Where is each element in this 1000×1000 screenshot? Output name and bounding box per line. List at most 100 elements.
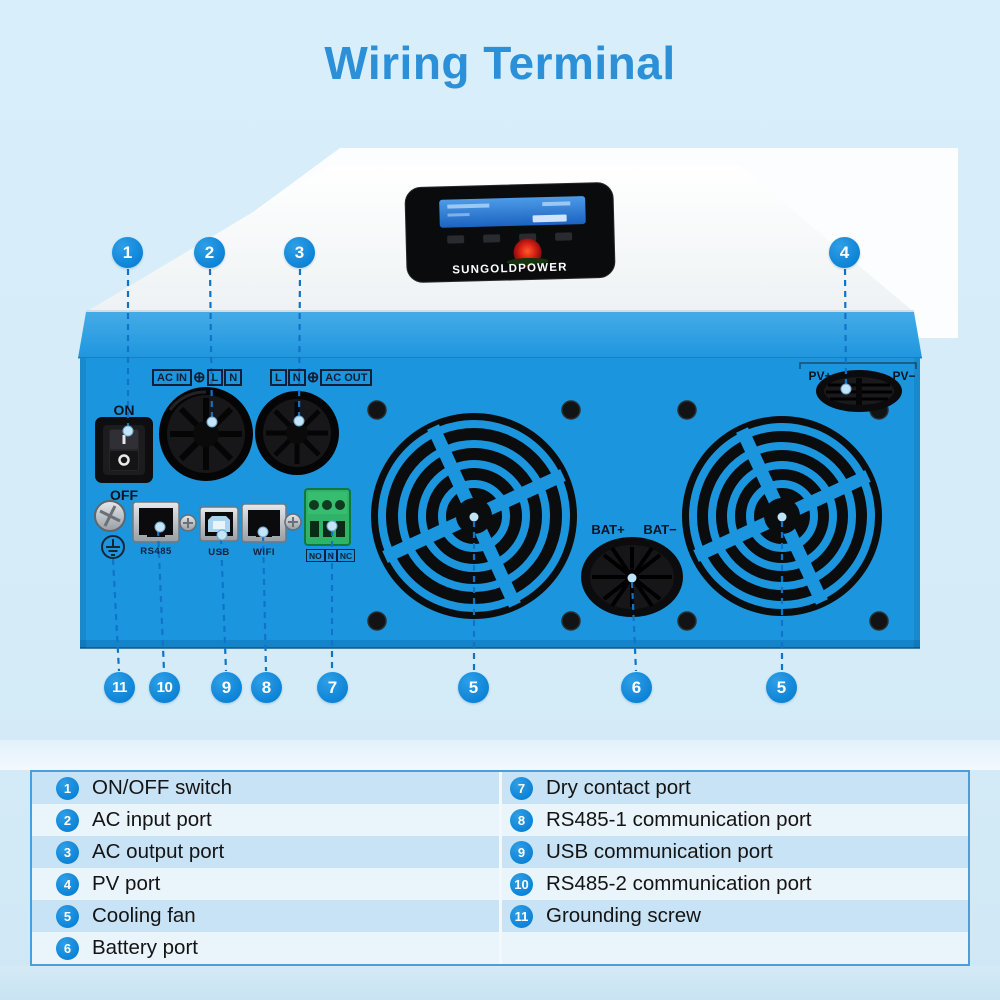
- legend-item-label: Battery port: [92, 936, 198, 959]
- callout-number: 7: [327, 677, 338, 697]
- legend-number-badge: 5: [56, 904, 79, 928]
- off-label: OFF: [110, 487, 138, 503]
- legend-empty-row: [502, 932, 968, 964]
- lcd-screen: [439, 196, 586, 228]
- legend-number-badge: 9: [510, 840, 533, 864]
- callout-1: 1: [112, 237, 143, 268]
- legend-item-label: AC output port: [92, 840, 225, 863]
- legend-number-badge: 10: [510, 872, 533, 896]
- legend-table: 1 ON/OFF switch 2 AC input port 3 AC out…: [30, 770, 970, 966]
- panel-screw: [179, 514, 197, 532]
- callout-number: 4: [839, 242, 850, 262]
- legend-item-label: Dry contact port: [546, 776, 691, 799]
- legend-item-label: RS485-2 communication port: [546, 872, 812, 895]
- cooling-fan-left: [371, 413, 577, 619]
- callout-number: 9: [221, 677, 232, 697]
- wifi-label: WIFI: [252, 547, 276, 558]
- legend-item-10: 10 RS485-2 communication port: [502, 868, 968, 900]
- neutral-text: N: [287, 369, 306, 386]
- usb-label: USB: [208, 547, 230, 558]
- callout-6: 6: [621, 672, 652, 703]
- neutral-text: N: [224, 369, 243, 386]
- callout-5-left: 5: [458, 672, 489, 703]
- legend-column-divider: [499, 772, 502, 964]
- callout-number: 10: [156, 679, 173, 696]
- legend-item-9: 9 USB communication port: [502, 836, 968, 868]
- display-button: [483, 234, 501, 243]
- callout-9: 9: [211, 672, 242, 703]
- legend-item-4: 4 PV port: [32, 868, 499, 900]
- bat-minus-label: BAT−: [643, 522, 677, 537]
- callout-number: 11: [112, 679, 127, 696]
- legend-number-badge: 3: [56, 840, 79, 864]
- legend-background-band: [0, 740, 1000, 770]
- bottom-background-band: [0, 966, 1000, 1000]
- callout-number: 3: [294, 242, 305, 262]
- panel-screw: [284, 513, 302, 531]
- legend-item-label: AC input port: [92, 808, 212, 831]
- pv-minus-label: PV−: [892, 369, 916, 383]
- on-label: ON: [113, 402, 135, 418]
- on-off-switch: [95, 417, 153, 483]
- legend-item-label: PV port: [92, 872, 161, 895]
- grounding-screw: [94, 500, 126, 532]
- callout-number: 1: [122, 242, 133, 262]
- battery-port: [581, 537, 683, 617]
- legend-number-badge: 11: [510, 904, 533, 928]
- legend-item-6: 6 Battery port: [32, 932, 499, 964]
- legend-number-badge: 8: [510, 808, 533, 832]
- legend-item-1: 1 ON/OFF switch: [32, 772, 499, 804]
- dry-contact-port: [304, 488, 351, 546]
- pv-port: [799, 362, 917, 412]
- callout-4: 4: [829, 237, 860, 268]
- line-text: L: [206, 369, 224, 386]
- legend-item-3: 3 AC output port: [32, 836, 499, 868]
- earth-symbol-icon: ⊕: [192, 369, 206, 386]
- legend-item-11: 11 Grounding screw: [502, 900, 968, 932]
- n-text: N: [324, 549, 337, 562]
- callout-number: 2: [204, 242, 215, 262]
- display-button: [555, 232, 573, 241]
- pv-plus-label: PV+: [808, 369, 832, 383]
- callout-8: 8: [251, 672, 282, 703]
- ac-out-text: AC OUT: [320, 369, 373, 386]
- legend-item-label: USB communication port: [546, 840, 773, 863]
- bat-plus-label: BAT+: [591, 522, 625, 537]
- callout-number: 6: [631, 677, 642, 697]
- callout-number: 8: [261, 677, 272, 697]
- callout-5-right: 5: [766, 672, 797, 703]
- ac-input-port: [159, 387, 253, 481]
- legend-item-label: Cooling fan: [92, 904, 196, 927]
- legend-number-badge: 7: [510, 776, 533, 800]
- callout-number: 5: [468, 677, 479, 697]
- legend-item-label: ON/OFF switch: [92, 776, 233, 799]
- page-title: Wiring Terminal: [324, 37, 676, 89]
- legend-item-7: 7 Dry contact port: [502, 772, 968, 804]
- callout-11: 11: [104, 672, 135, 703]
- earth-symbol-icon: ⊕: [306, 369, 320, 386]
- legend-right-column: 7 Dry contact port 8 RS485-1 communicati…: [502, 772, 968, 964]
- grounding-symbol-icon: [101, 535, 125, 559]
- rs485-port: [132, 501, 180, 543]
- callout-3: 3: [284, 237, 315, 268]
- callout-10: 10: [149, 672, 180, 703]
- rs485-label: RS485: [140, 546, 172, 557]
- legend-number-badge: 2: [56, 808, 79, 832]
- cooling-fan-right: [682, 416, 882, 616]
- legend-number-badge: 6: [56, 936, 79, 960]
- legend-number-badge: 4: [56, 872, 79, 896]
- callout-2: 2: [194, 237, 225, 268]
- legend-left-column: 1 ON/OFF switch 2 AC input port 3 AC out…: [32, 772, 499, 964]
- ac-in-text: AC IN: [152, 369, 192, 386]
- legend-item-5: 5 Cooling fan: [32, 900, 499, 932]
- display-button: [447, 235, 465, 244]
- nc-text: NC: [336, 549, 356, 562]
- callout-endpoint-dots: [122, 383, 852, 541]
- no-text: NO: [306, 549, 325, 562]
- legend-item-8: 8 RS485-1 communication port: [502, 804, 968, 836]
- legend-item-label: RS485-1 communication port: [546, 808, 812, 831]
